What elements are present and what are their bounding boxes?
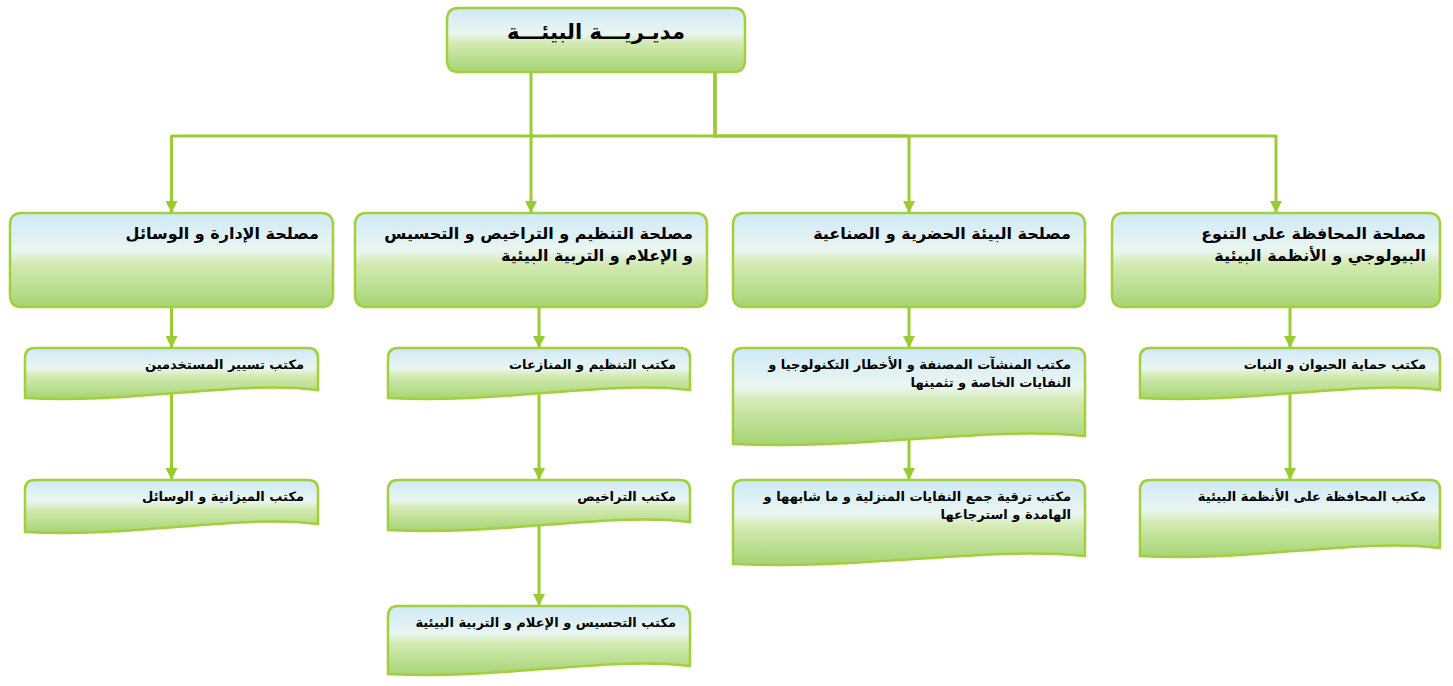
box-shape	[10, 213, 333, 307]
box-label: مكتب التنظيم و المنازعات	[402, 356, 676, 374]
box-outline	[25, 348, 318, 404]
office-box: مكتب التراخيص	[388, 480, 690, 536]
box-label: مكتب الميزانية و الوسائل	[39, 488, 304, 506]
box-label: مصلحة التنظيم و التراخيص و التحسيس و الإ…	[369, 223, 693, 266]
connector-arrow	[172, 72, 716, 213]
box-shape	[25, 348, 318, 399]
service-box: مصلحة البيئة الحضرية و الصناعية	[733, 213, 1085, 307]
box-text: مكتب تسيير المستخدمين	[25, 348, 318, 396]
connector-arrow	[538, 390, 541, 480]
box-text: مصلحة التنظيم و التراخيص و التحسيس و الإ…	[355, 213, 707, 276]
box-text: مصلحة الإدارة و الوسائل	[10, 213, 333, 255]
box-shape	[733, 213, 1085, 307]
connector-arrow	[538, 307, 541, 348]
box-text: مكتب ترقية جمع النفايات المنزلية و ما شا…	[733, 480, 1085, 545]
box-text: مكتب حماية الحيوان و النبات	[1140, 348, 1440, 396]
box-label: مصلحة البيئة الحضرية و الصناعية	[747, 223, 1071, 245]
box-text: مكتب الميزانية و الوسائل	[25, 480, 318, 528]
office-box: مكتب الميزانية و الوسائل	[25, 480, 318, 538]
box-label: مكتب التراخيص	[402, 488, 676, 506]
box-text: مكتب التراخيص	[388, 480, 690, 528]
box-text: مكتب التنظيم و المنازعات	[388, 348, 690, 396]
box-label: مكتب تسيير المستخدمين	[39, 356, 304, 374]
box-text: مصلحة البيئة الحضرية و الصناعية	[733, 213, 1085, 255]
service-box: مصلحة التنظيم و التراخيص و التحسيس و الإ…	[355, 213, 707, 307]
service-box: مصلحة الإدارة و الوسائل	[10, 213, 333, 307]
box-label: مكتب حماية الحيوان و النبات	[1154, 356, 1426, 374]
office-box: مكتب ترقية جمع النفايات المنزلية و ما شا…	[733, 480, 1085, 570]
box-text: مديـريـــة البيئـــة	[447, 8, 745, 56]
box-label: مصلحة المحافظة على التنوع البيولوجي و ال…	[1126, 223, 1426, 266]
connector-arrow	[715, 72, 1276, 213]
box-label: مكتب ترقية جمع النفايات المنزلية و ما شا…	[747, 488, 1071, 523]
box-shape	[733, 480, 1085, 565]
box-text: مكتب المحافظة على الأنظمة البيئية	[1140, 480, 1440, 528]
box-outline	[388, 348, 690, 404]
office-box: مكتب تسيير المستخدمين	[25, 348, 318, 404]
connector-arrow	[530, 72, 533, 213]
box-label: مديـريـــة البيئـــة	[461, 18, 731, 46]
connector-arrow	[1289, 390, 1292, 480]
box-label: مكتب المحافظة على الأنظمة البيئية	[1154, 488, 1426, 506]
box-text: مصلحة المحافظة على التنوع البيولوجي و ال…	[1112, 213, 1440, 276]
box-shape	[388, 480, 690, 531]
office-box: مكتب المحافظة على الأنظمة البيئية	[1140, 480, 1440, 562]
connector-arrow	[1289, 307, 1292, 348]
connector-arrow	[908, 436, 911, 480]
box-shape	[733, 348, 1085, 445]
box-shape	[355, 213, 707, 307]
box-shape	[388, 606, 690, 675]
office-box: مكتب حماية الحيوان و النبات	[1140, 348, 1440, 404]
connector-arrow	[170, 390, 173, 480]
office-box: مكتب التحسيس و الإعلام و التربية البيئية	[388, 606, 690, 680]
box-shape	[25, 480, 318, 533]
box-label: مصلحة الإدارة و الوسائل	[24, 223, 319, 245]
office-box: مكتب المنشآت المصنفة و الأخطار التكنولوج…	[733, 348, 1085, 450]
box-shape	[388, 348, 690, 399]
connector-arrow	[170, 307, 173, 348]
connector-arrow	[715, 72, 909, 213]
box-outline	[388, 480, 690, 536]
service-box: مصلحة المحافظة على التنوع البيولوجي و ال…	[1112, 213, 1440, 307]
box-outline	[1140, 348, 1440, 404]
box-text: مكتب المنشآت المصنفة و الأخطار التكنولوج…	[733, 348, 1085, 413]
box-shape	[1140, 480, 1440, 557]
root-box: مديـريـــة البيئـــة	[447, 8, 745, 72]
connector-arrow	[538, 522, 541, 606]
office-box: مكتب التنظيم و المنازعات	[388, 348, 690, 404]
box-label: مكتب التحسيس و الإعلام و التربية البيئية	[402, 614, 676, 632]
box-text: مكتب التحسيس و الإعلام و التربية البيئية	[388, 606, 690, 654]
connector-arrow	[908, 307, 911, 348]
box-outline	[25, 480, 318, 538]
box-shape	[1140, 348, 1440, 399]
box-label: مكتب المنشآت المصنفة و الأخطار التكنولوج…	[747, 356, 1071, 391]
box-shape	[1112, 213, 1440, 307]
box-shape	[447, 8, 745, 72]
